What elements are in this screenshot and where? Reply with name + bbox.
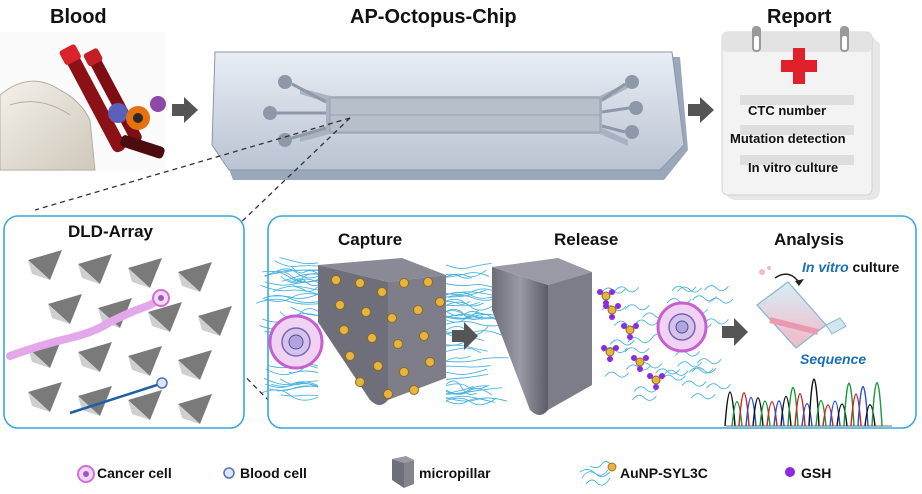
chip-title: AP-Octopus-Chip (350, 6, 517, 28)
release-label: Release (554, 230, 619, 249)
arrow-right-icon (172, 97, 198, 123)
dld-pillar (48, 294, 82, 324)
sequence-label: Sequence (800, 351, 867, 367)
captured-cancer-cell (268, 314, 324, 370)
report-line-mutation: Mutation detection (730, 131, 846, 146)
dld-pillar (28, 382, 62, 412)
released-cancer-cell (656, 301, 708, 353)
medical-cross-icon (781, 48, 817, 84)
blood-cell-icon (156, 377, 168, 389)
report-document (721, 26, 880, 200)
blood-sample-image (0, 32, 166, 172)
dld-pillar (78, 254, 112, 284)
blood-title: Blood (50, 6, 107, 28)
analysis-label: Analysis (774, 230, 844, 249)
dld-pillar (198, 306, 232, 336)
dld-pillar (178, 262, 212, 292)
culture-label-italic: In vitro (802, 259, 849, 275)
legend-gsh-label: GSH (801, 465, 832, 481)
dld-pillar (128, 258, 162, 288)
dld-pillars (28, 250, 232, 424)
legend-gsh-icon (785, 467, 795, 477)
octopus-chip (211, 51, 688, 180)
report-line-ctc: CTC number (748, 103, 826, 118)
legend-micropillar-label: micropillar (419, 465, 491, 481)
report-line-culture: In vitro culture (748, 160, 839, 175)
release-pillar (492, 258, 592, 415)
arrow-right-icon (688, 97, 714, 123)
culture-flask-icon (756, 266, 847, 349)
dld-array-panel (3, 215, 245, 429)
dld-pillar (128, 390, 162, 420)
legend-icons (77, 456, 795, 488)
blood-cell-trajectory (69, 382, 161, 415)
culture-label: In vitro culture (802, 259, 899, 275)
dld-pillar (178, 350, 212, 380)
legend-aunp-icon (579, 461, 617, 486)
culture-label-rest: culture (848, 259, 900, 275)
legend-blood-cell-label: Blood cell (240, 465, 307, 481)
dld-array-title: DLD-Array (68, 222, 154, 241)
legend-cancer-cell-label: Cancer cell (97, 465, 172, 481)
legend-blood-cell-icon (223, 467, 235, 479)
legend-aunp-label: AuNP-SYL3C (620, 465, 708, 481)
capture-label: Capture (338, 230, 403, 249)
dld-pillar (78, 342, 112, 372)
dld-pillar (128, 346, 162, 376)
report-title: Report (767, 6, 832, 28)
legend-micropillar-icon (392, 456, 414, 488)
dld-pillar (148, 302, 182, 332)
sequencing-chromatogram (724, 378, 892, 427)
arrow-right-icon (722, 318, 748, 346)
dld-pillar (28, 250, 62, 280)
dld-pillar (178, 394, 212, 424)
arrow-right-icon (452, 322, 478, 350)
cancer-cell-trajectory (6, 296, 162, 360)
